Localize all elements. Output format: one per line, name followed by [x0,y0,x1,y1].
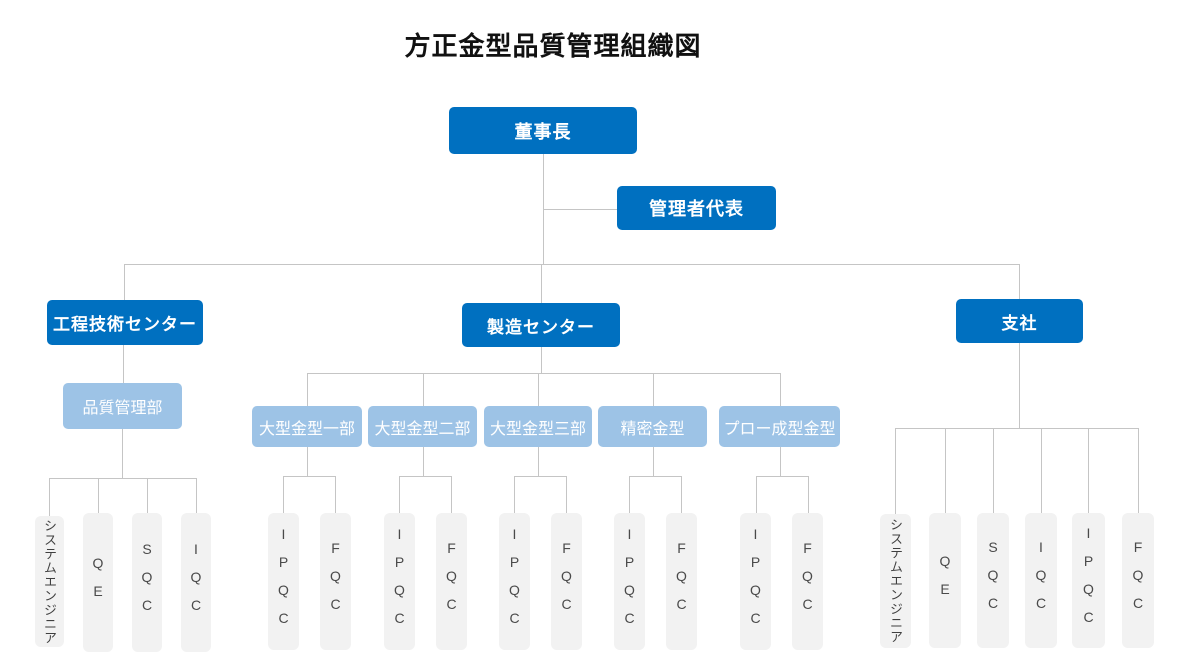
connector-line [335,476,336,513]
connector-line [122,429,123,478]
dept-large-mold-1-node: 大型金型一部 [252,406,362,447]
connector-line [538,373,539,406]
connector-line [514,476,515,513]
quality-team-iqc-node: IQC [181,513,211,652]
connector-line [1041,428,1042,513]
dept-blow-mold-node: プロー成型金型 [719,406,840,447]
connector-line [98,478,99,513]
large-mold-2-ipqc-node: IPQC [384,513,415,650]
connector-line [1019,343,1020,428]
connector-line [808,476,809,513]
large-mold-1-fqc-node: FQC [320,513,351,650]
blow-mold-ipqc-node: IPQC [740,513,771,650]
connector-line [283,476,335,477]
connector-line [283,476,284,513]
connector-line [756,476,808,477]
connector-line [307,447,308,476]
connector-line [147,478,148,513]
dept-large-mold-2-node: 大型金型二部 [368,406,477,447]
connector-line [945,428,946,513]
quality-team-sqc-node: SQC [132,513,162,652]
connector-line [514,476,566,477]
blow-mold-fqc-node: FQC [792,513,823,650]
connector-line [756,476,757,513]
quality-management-dept-node: 品質管理部 [63,383,182,429]
chairman-node: 董事長 [449,107,637,154]
quality-team-system-engineer-node: システムエンジニア [35,516,64,647]
branch-team-qe-node: QE [929,513,961,648]
engineering-center-node: 工程技術センター [47,300,203,345]
connector-line [653,447,654,476]
branch-team-ipqc-node: IPQC [1072,513,1105,648]
connector-line [49,478,50,516]
dept-large-mold-3-node: 大型金型三部 [484,406,592,447]
management-representative-node: 管理者代表 [617,186,776,230]
connector-line [538,447,539,476]
large-mold-3-ipqc-node: IPQC [499,513,530,650]
branch-team-sqc-node: SQC [977,513,1009,648]
manufacturing-center-node: 製造センター [462,303,620,347]
connector-line [541,347,542,373]
connector-line [681,476,682,513]
connector-line [451,476,452,513]
connector-line [49,478,197,479]
connector-line [123,345,124,383]
connector-line [423,447,424,476]
branch-team-fqc-node: FQC [1122,513,1154,648]
quality-team-qe-node: QE [83,513,113,652]
precision-mold-ipqc-node: IPQC [614,513,645,650]
page-title: 方正金型品質管理組織図 [404,31,702,61]
connector-line [124,264,125,300]
connector-line [629,476,630,513]
connector-line [541,264,542,303]
connector-line [993,428,994,513]
connector-line [1088,428,1089,513]
connector-line [196,478,197,513]
connector-line [307,373,780,374]
large-mold-3-fqc-node: FQC [551,513,582,650]
connector-line [653,373,654,406]
connector-line [423,373,424,406]
connector-line [1019,264,1020,299]
connector-line [543,209,617,210]
connector-line [780,447,781,476]
branch-team-iqc-node: IQC [1025,513,1057,648]
connector-line [399,476,400,513]
large-mold-2-fqc-node: FQC [436,513,467,650]
connector-line [895,428,1138,429]
connector-line [629,476,681,477]
connector-line [307,373,308,406]
connector-line [124,264,1019,265]
connector-line [895,428,896,514]
connector-line [566,476,567,513]
dept-precision-mold-node: 精密金型 [598,406,707,447]
branch-team-system-engineer-node: システムエンジニア [880,514,911,648]
precision-mold-fqc-node: FQC [666,513,697,650]
large-mold-1-ipqc-node: IPQC [268,513,299,650]
connector-line [780,373,781,406]
connector-line [1138,428,1139,513]
connector-line [399,476,451,477]
branch-office-node: 支社 [956,299,1083,343]
